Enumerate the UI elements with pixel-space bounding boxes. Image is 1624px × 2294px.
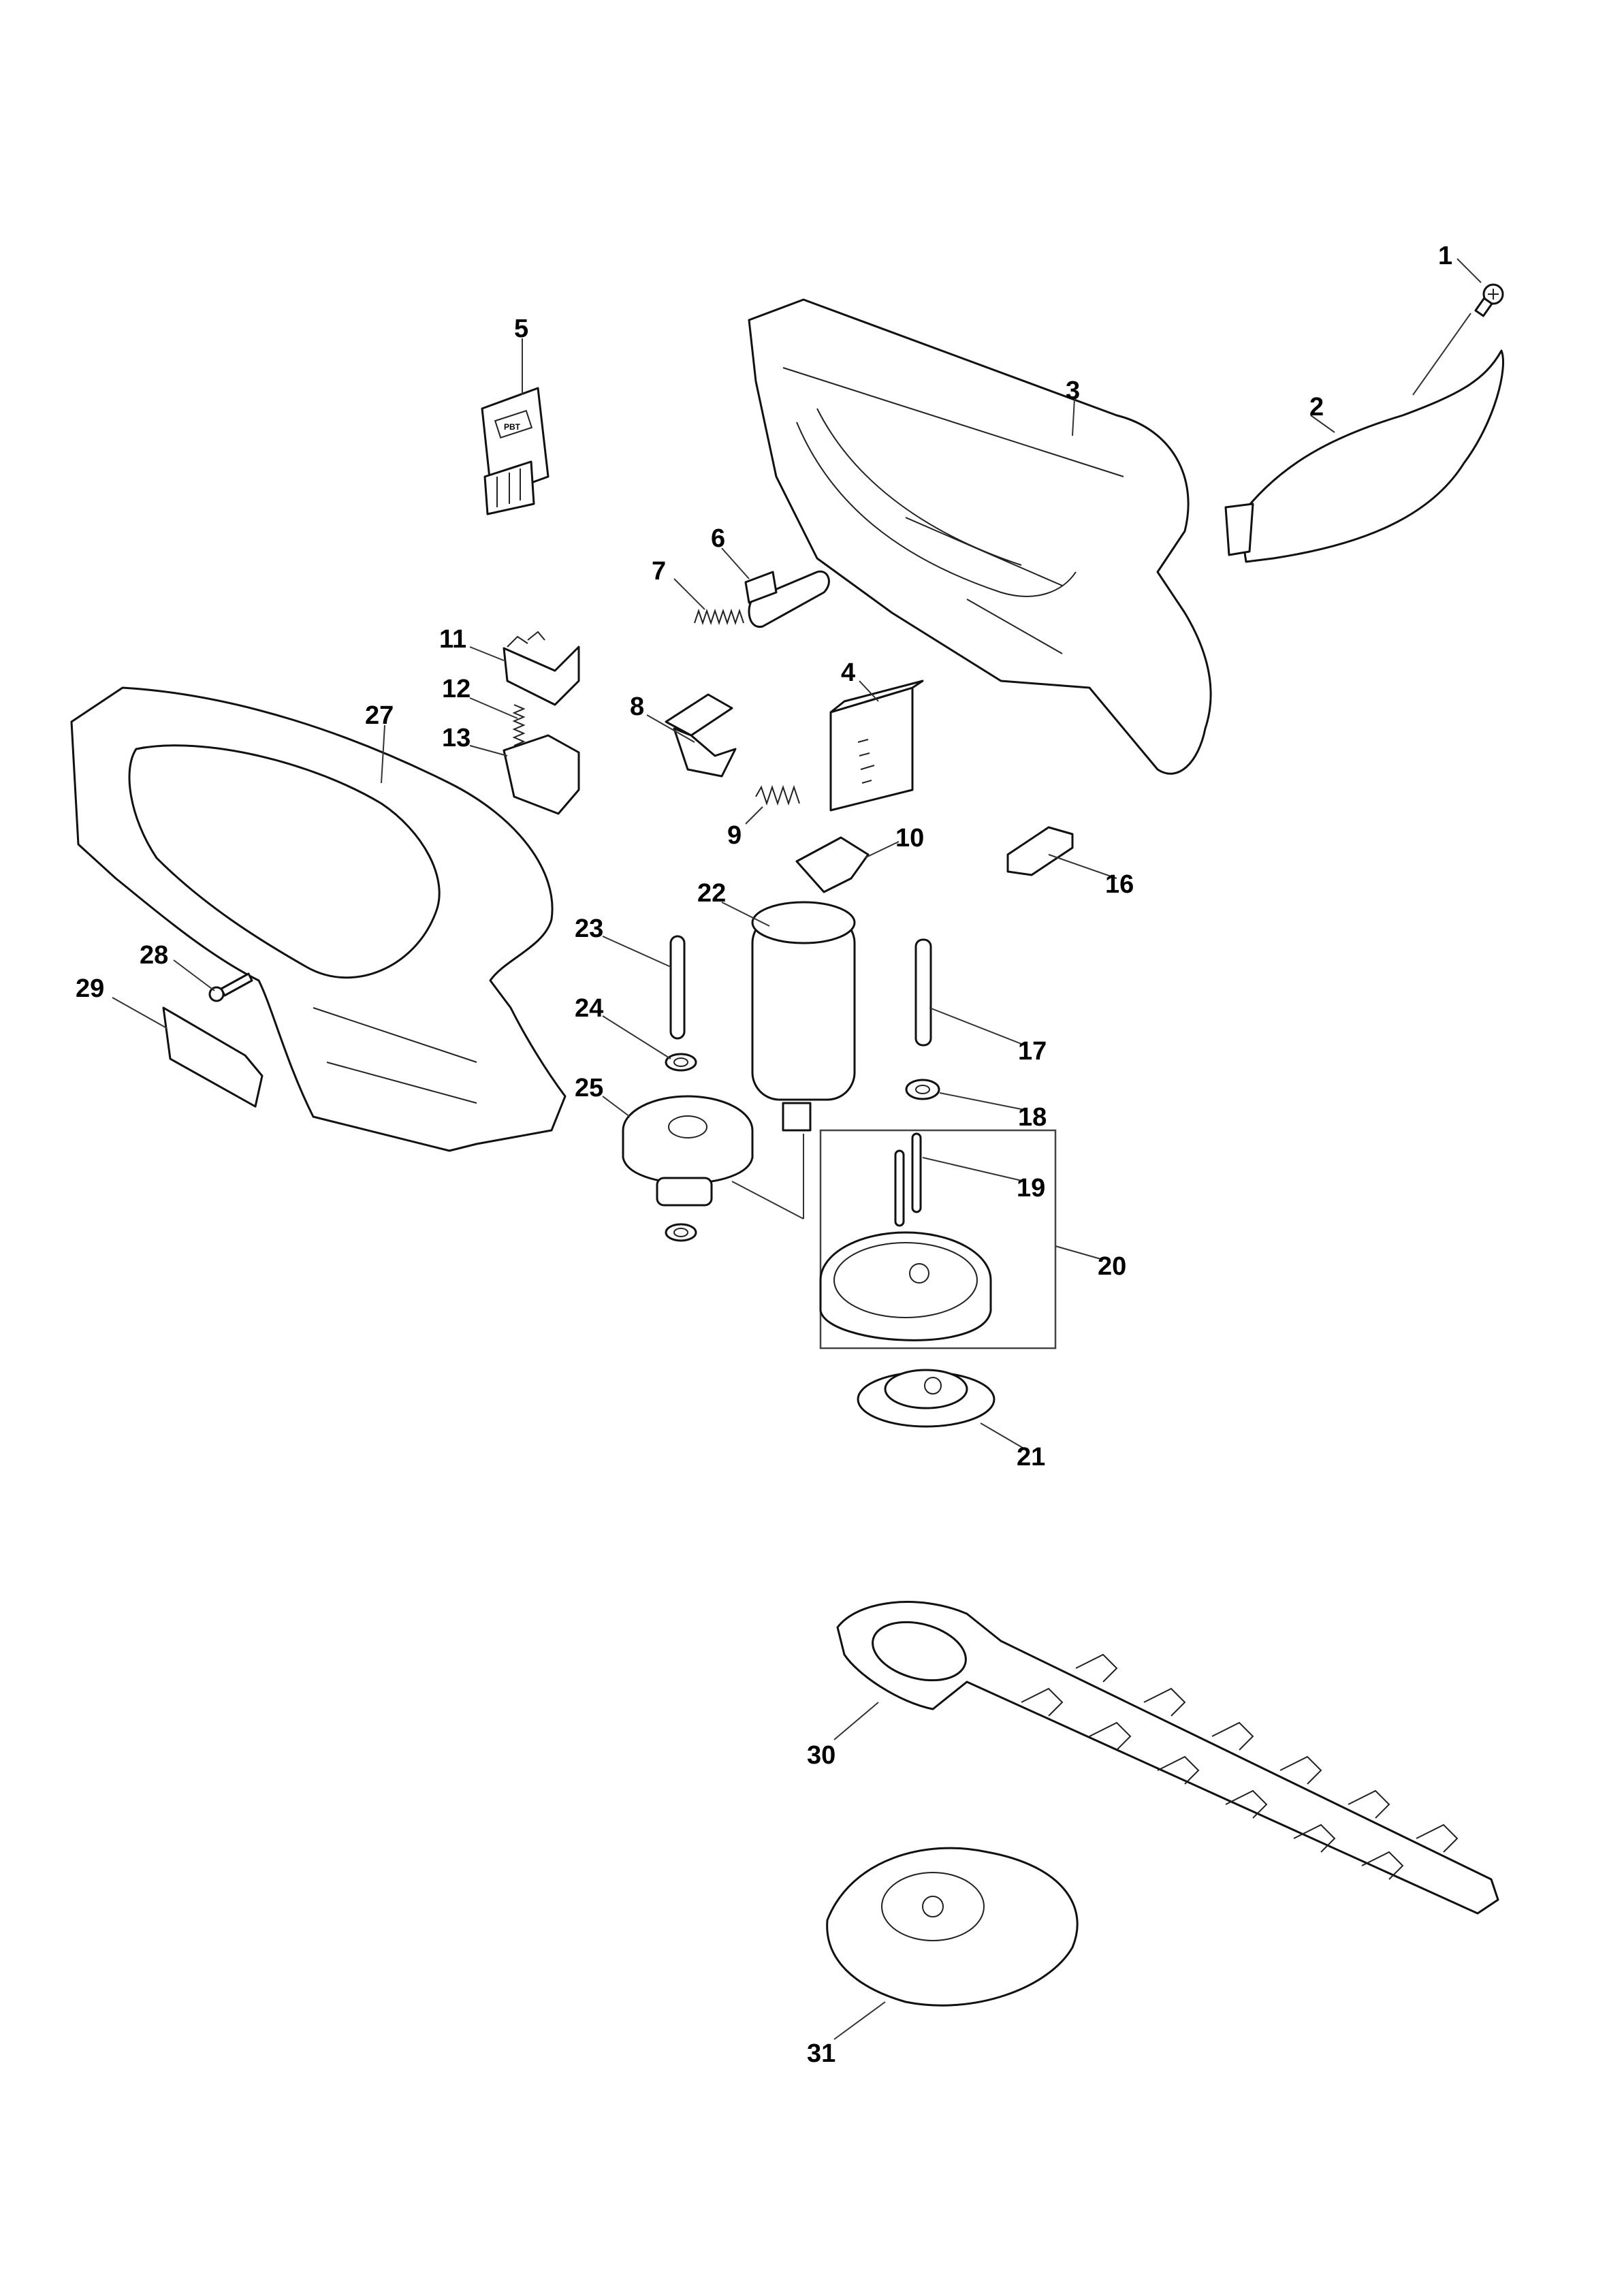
part-19-pins[interactable] xyxy=(894,1132,922,1227)
part-12-spring[interactable] xyxy=(512,704,526,746)
part-22-motor[interactable] xyxy=(751,901,856,1132)
callout-27: 27 xyxy=(365,701,394,730)
part-5-marking: PBT xyxy=(504,422,521,432)
callout-25: 25 xyxy=(575,1074,603,1102)
part-23-pin[interactable] xyxy=(669,935,686,1040)
part-29-label[interactable] xyxy=(162,1006,264,1108)
part-2-guard[interactable] xyxy=(1224,349,1504,563)
callout-7: 7 xyxy=(652,557,666,586)
callout-2: 2 xyxy=(1309,393,1324,421)
part-10-bracket[interactable] xyxy=(795,836,870,893)
callout-1: 1 xyxy=(1438,242,1452,270)
part-31-base-plate[interactable] xyxy=(826,1847,1079,2007)
part-6-lock-button[interactable] xyxy=(744,570,830,628)
part-28-screw[interactable] xyxy=(208,972,253,1002)
callout-16: 16 xyxy=(1105,870,1134,899)
part-7-spring[interactable] xyxy=(694,608,744,626)
part-17-pin[interactable] xyxy=(914,938,932,1047)
callout-8: 8 xyxy=(630,692,644,721)
callout-31: 31 xyxy=(807,2039,835,2068)
part-16-block[interactable] xyxy=(1006,826,1074,876)
callout-30: 30 xyxy=(807,1741,835,1770)
part-20-gear[interactable] xyxy=(819,1231,992,1341)
callout-12: 12 xyxy=(442,675,471,703)
part-20-assembly-box xyxy=(819,1129,1057,1350)
part-1-screw[interactable] xyxy=(1474,283,1504,317)
callout-24: 24 xyxy=(575,994,603,1023)
callout-6: 6 xyxy=(711,524,725,553)
part-21-plate[interactable] xyxy=(857,1369,996,1428)
part-24-washer[interactable] xyxy=(665,1053,697,1072)
callout-21: 21 xyxy=(1017,1443,1045,1471)
callout-9: 9 xyxy=(727,821,742,850)
washer-unlabeled[interactable] xyxy=(665,1223,697,1242)
callout-5: 5 xyxy=(514,315,528,343)
callout-28: 28 xyxy=(140,941,168,970)
part-8-switch-lever[interactable] xyxy=(665,693,737,778)
callout-4: 4 xyxy=(841,658,855,687)
part-13-switch-holder[interactable] xyxy=(503,734,580,815)
part-11-micro-switch[interactable] xyxy=(503,631,580,706)
part-9-spring[interactable] xyxy=(755,784,800,806)
part-3-housing[interactable] xyxy=(748,298,1212,775)
callout-11: 11 xyxy=(439,625,466,654)
part-25-gear[interactable] xyxy=(622,1095,754,1207)
part-30-blade[interactable] xyxy=(836,1601,1499,1915)
callout-10: 10 xyxy=(895,824,924,853)
callout-3: 3 xyxy=(1066,377,1080,405)
part-18-washer[interactable] xyxy=(905,1079,940,1100)
part-4-controller[interactable] xyxy=(829,680,924,812)
callout-29: 29 xyxy=(76,974,104,1003)
callout-18: 18 xyxy=(1018,1103,1047,1132)
callout-22: 22 xyxy=(697,879,726,908)
part-5-module[interactable]: PBT xyxy=(481,387,550,515)
part-27-housing[interactable] xyxy=(70,686,567,1152)
callout-20: 20 xyxy=(1098,1252,1126,1281)
callout-19: 19 xyxy=(1017,1174,1045,1202)
callout-23: 23 xyxy=(575,914,603,943)
callout-17: 17 xyxy=(1018,1037,1047,1066)
callout-13: 13 xyxy=(442,724,471,752)
leader-lines xyxy=(112,258,1482,2040)
